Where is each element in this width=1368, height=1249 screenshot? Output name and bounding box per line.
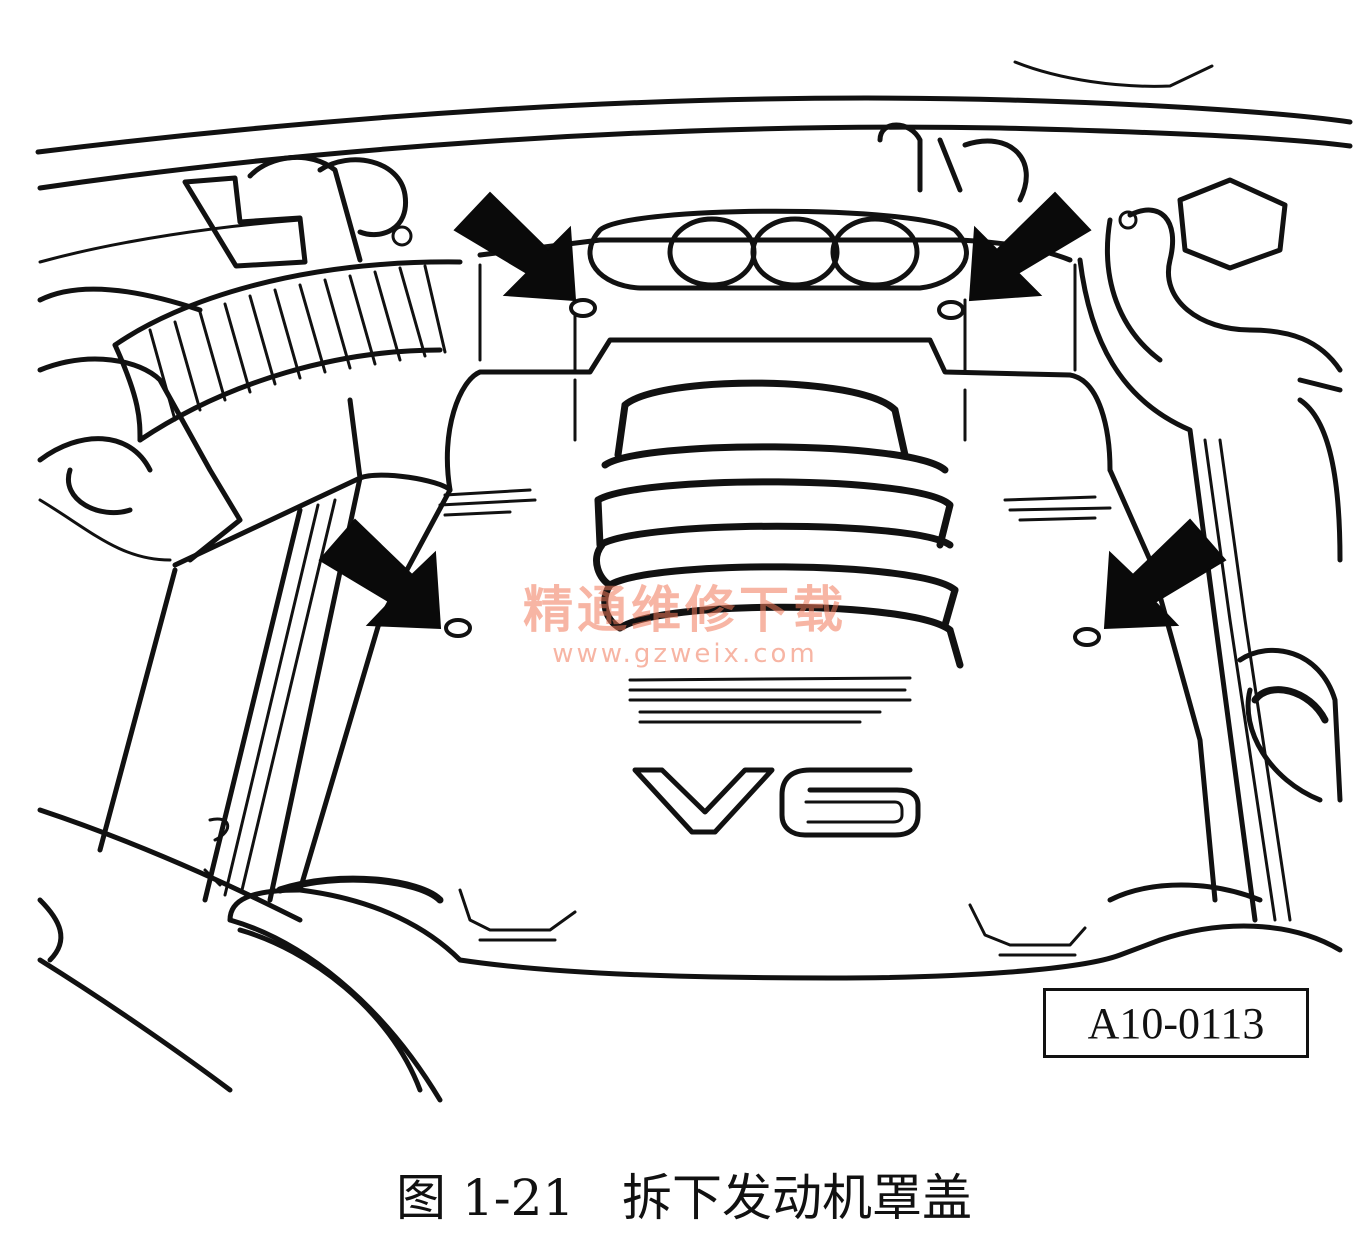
bolt-top-left (569, 298, 597, 318)
right-side-hoses (1077, 257, 1343, 953)
engine-cover-illustration: V6 (35, 60, 1353, 1103)
rings-logo (587, 208, 969, 291)
intake-hose-left (37, 259, 463, 568)
top-left-components (37, 154, 413, 313)
v6-logo: V6 (632, 767, 921, 838)
bolt-top-right (937, 300, 965, 320)
top-right-components (877, 122, 1343, 393)
arrow-top-right (968, 191, 1092, 302)
watermark: 精通维修下载 www.gzweix.com (505, 580, 865, 668)
bolt-bottom-left (444, 618, 472, 638)
figure-caption: 图 1-21 拆下发动机罩盖 (396, 1169, 972, 1227)
cover-label-marks (438, 488, 1112, 957)
arrow-top-left (453, 191, 577, 302)
intake-bellows (593, 379, 964, 669)
figure-code-label: A10-0113 (1043, 988, 1309, 1058)
left-rail (37, 475, 363, 1093)
cover-bolts (444, 298, 1101, 647)
foreground-hoses (227, 875, 444, 1103)
watermark-url: www.gzweix.com (552, 639, 818, 669)
arrow-bottom-left (318, 518, 442, 630)
bolt-bottom-right (1073, 627, 1101, 647)
watermark-title: 精通维修下载 (523, 581, 847, 639)
hood-outline (35, 60, 1353, 264)
pointer-arrows (318, 191, 1227, 630)
arrow-bottom-right (1103, 518, 1227, 630)
